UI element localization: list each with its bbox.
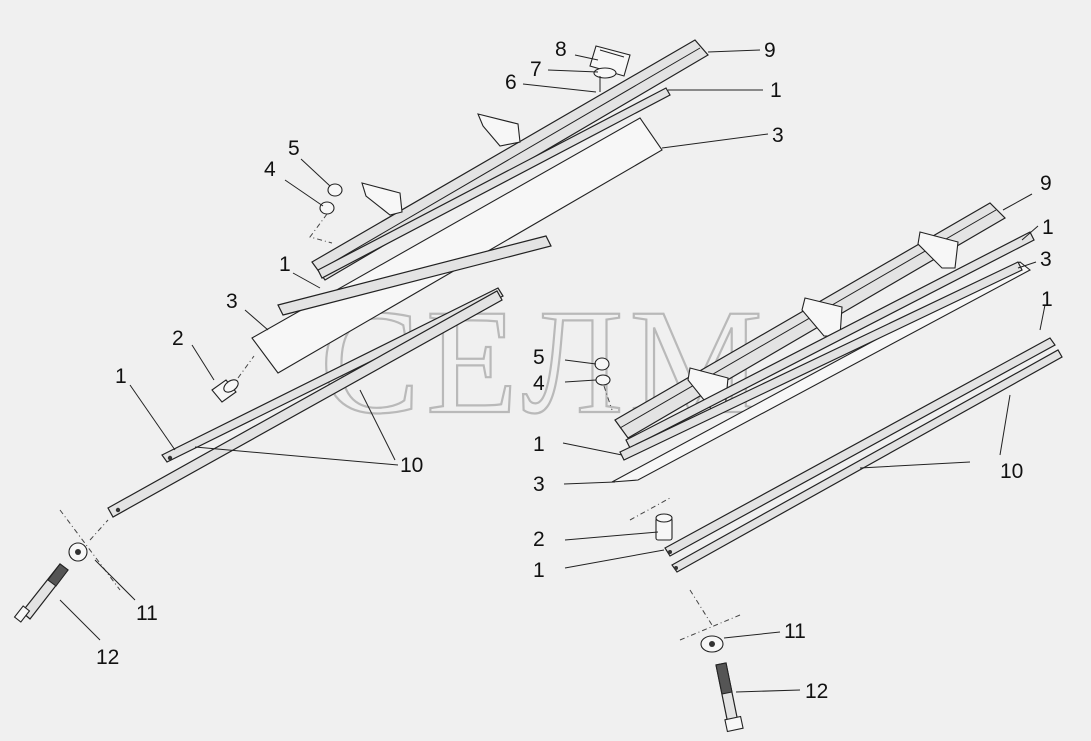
right-assembly bbox=[562, 193, 1063, 733]
callout-right-9: 9 bbox=[1040, 172, 1052, 195]
right-washer-4 bbox=[595, 374, 611, 386]
left-strip-1-mid bbox=[277, 235, 552, 316]
left-washer-7 bbox=[593, 67, 617, 79]
left-bushing-2 bbox=[211, 379, 239, 403]
callout-right-11: 11 bbox=[784, 620, 806, 643]
callout-right-4: 4 bbox=[533, 372, 545, 395]
callout-left-12: 12 bbox=[96, 646, 119, 669]
left-bracket-mid bbox=[477, 113, 521, 147]
callout-left-1-mid: 1 bbox=[279, 253, 291, 276]
right-bracket-top bbox=[917, 231, 959, 269]
left-plate-3 bbox=[251, 117, 663, 374]
right-strip-1-mid bbox=[619, 261, 1023, 461]
left-callouts: 9 8 7 6 1 3 5 4 1 3 2 1 10 11 12 bbox=[96, 38, 784, 669]
callout-right-2: 2 bbox=[533, 528, 545, 551]
callout-right-3-top: 3 bbox=[1040, 248, 1052, 271]
callout-left-11: 11 bbox=[136, 602, 158, 625]
callout-left-4: 4 bbox=[264, 158, 276, 181]
left-strip-10 bbox=[107, 290, 503, 518]
callout-right-3-low: 3 bbox=[533, 473, 545, 496]
right-callouts: 9 1 3 1 5 4 1 3 10 2 1 11 12 bbox=[533, 172, 1054, 703]
left-bracket-low bbox=[361, 182, 403, 216]
callout-left-1-top: 1 bbox=[770, 79, 782, 102]
callout-right-1-top: 1 bbox=[1042, 216, 1054, 239]
left-nut-5 bbox=[327, 183, 343, 197]
right-bushing-2 bbox=[655, 513, 673, 541]
callout-right-10: 10 bbox=[1000, 460, 1023, 483]
right-nut-5 bbox=[594, 357, 610, 371]
callout-left-6: 6 bbox=[505, 71, 517, 94]
right-bolt-12 bbox=[715, 662, 744, 733]
callout-right-1-low: 1 bbox=[533, 559, 545, 582]
left-centerline-upper bbox=[237, 355, 255, 379]
callout-left-2: 2 bbox=[172, 327, 184, 350]
callout-right-1-long: 1 bbox=[1041, 288, 1053, 311]
callout-left-9: 9 bbox=[764, 39, 776, 62]
callout-left-3-mid: 3 bbox=[226, 290, 238, 313]
callout-left-7: 7 bbox=[530, 58, 542, 81]
left-washer-4 bbox=[319, 201, 335, 215]
callout-left-10: 10 bbox=[400, 454, 423, 477]
left-bolt-12 bbox=[13, 563, 69, 623]
right-strip-1-long bbox=[664, 337, 1056, 557]
callout-right-1-mid: 1 bbox=[533, 433, 545, 456]
callout-left-8: 8 bbox=[555, 38, 567, 61]
left-strip-1-upper bbox=[317, 87, 671, 279]
callout-left-1-low: 1 bbox=[115, 365, 127, 388]
callout-right-5: 5 bbox=[533, 346, 545, 369]
right-strip-1-upper bbox=[625, 231, 1035, 449]
left-assembly bbox=[13, 39, 769, 641]
left-strip-1-lower bbox=[161, 287, 504, 463]
callout-left-3-top: 3 bbox=[772, 124, 784, 147]
callout-left-5: 5 bbox=[288, 137, 300, 160]
callout-right-12: 12 bbox=[805, 680, 828, 703]
